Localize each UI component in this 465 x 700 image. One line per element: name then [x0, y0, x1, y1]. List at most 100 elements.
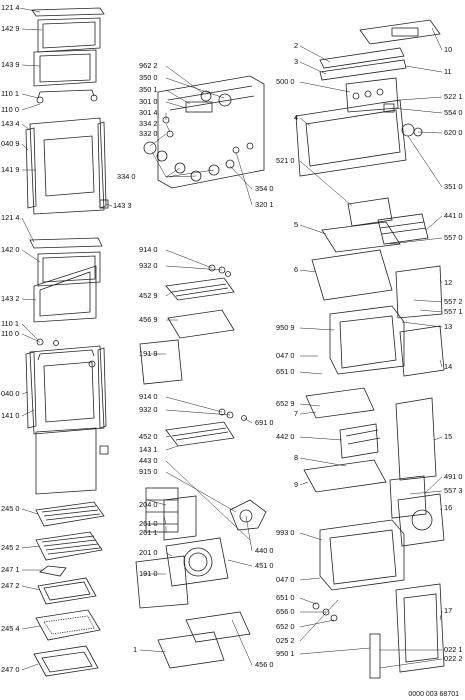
part-label: 456 9 — [139, 315, 158, 324]
heating-element-lower — [165, 421, 235, 447]
part-label: 652 0 — [276, 622, 295, 631]
glass-pane-143-9 — [39, 53, 91, 83]
part-label: 12 — [444, 278, 453, 287]
part-label: 914 0 — [139, 392, 158, 401]
part-label: 451 0 — [255, 561, 274, 570]
gasket-191-9 — [139, 339, 183, 385]
wire-rack-245-2 — [35, 531, 103, 561]
part-label: 204 0 — [139, 500, 158, 509]
part-label: 5 — [294, 220, 299, 229]
rail-950-1 — [369, 633, 381, 679]
part-label: 915 0 — [139, 467, 158, 476]
part-label: 245 2 — [1, 543, 20, 552]
part-label: 932 0 — [139, 261, 158, 270]
part-label: 554 0 — [444, 108, 463, 117]
part-label: 557 0 — [444, 233, 463, 242]
part-label: 110 0 — [1, 329, 19, 338]
bracket-491-0 — [389, 475, 427, 519]
glass-pane-142-9 — [42, 21, 96, 49]
plate-9 — [303, 459, 387, 493]
part-label: 11 — [444, 67, 452, 76]
part-label: 16 — [444, 503, 453, 512]
part-label: 142 0 — [1, 245, 20, 254]
part-label: 350 1 — [139, 85, 158, 94]
part-label: 656 0 — [276, 607, 295, 616]
part-label: 121 4 — [1, 3, 20, 12]
part-label: 557 1 — [444, 307, 463, 316]
part-label: 301 4 — [139, 108, 158, 117]
door-frame-upper — [29, 117, 105, 215]
door-top-trim-upper — [31, 7, 105, 17]
part-label: 334 2 — [139, 119, 158, 128]
heat-shield-456-9 — [167, 309, 235, 339]
baking-tray-247-2 — [37, 577, 97, 605]
part-label: 491 0 — [444, 472, 463, 481]
part-label: 245 4 — [1, 624, 20, 633]
module-521-0 — [347, 197, 393, 227]
oven-cavity-lower — [319, 519, 405, 591]
heating-element-upper — [165, 277, 235, 301]
part-label: 6 — [294, 265, 299, 274]
panel-15 — [395, 397, 437, 481]
part-label: 143 2 — [1, 294, 20, 303]
part-label: 350 0 — [139, 73, 158, 82]
part-label: 2 — [294, 41, 299, 50]
part-label: 025 2 — [276, 636, 295, 645]
part-label: 14 — [444, 362, 453, 371]
part-label: 191 9 — [139, 349, 158, 358]
wiring-block-500-0 — [345, 77, 399, 113]
part-label: 950 1 — [276, 649, 295, 658]
part-label: 354 0 — [255, 184, 274, 193]
part-label: 121 4 — [1, 213, 20, 222]
part-label: 143 9 — [1, 60, 20, 69]
part-label: 110 1 — [1, 319, 19, 328]
heating-element-456-0 — [185, 611, 251, 643]
part-label: 261 1 — [139, 528, 158, 537]
part-label: 022 2 — [444, 654, 463, 663]
handle-lower — [37, 349, 95, 361]
part-label: 8 — [294, 453, 299, 462]
oven-cavity-13 — [329, 305, 405, 375]
part-label: 247 0 — [1, 665, 20, 674]
part-label: 652 9 — [276, 399, 295, 408]
part-label: 522 1 — [444, 92, 463, 101]
part-label: 932 0 — [139, 405, 158, 414]
part-label: 441 0 — [444, 211, 463, 220]
part-label: 993 0 — [276, 528, 295, 537]
part-label: 500 0 — [276, 77, 295, 86]
part-label: 651 0 — [276, 367, 295, 376]
panel-16 — [397, 493, 445, 547]
part-label: 1 — [133, 645, 138, 654]
glass-pane-142-0 — [42, 255, 96, 283]
glass-pane-143-2 — [39, 271, 91, 317]
plate-7 — [305, 387, 375, 419]
document-code: 0000 003 68701 — [408, 691, 459, 698]
part-label: 110 0 — [1, 105, 19, 114]
part-label: 17 — [444, 606, 453, 615]
part-label: 334 0 — [117, 172, 136, 181]
part-label: 351 0 — [444, 182, 463, 191]
part-label: 620 0 — [444, 128, 463, 137]
part-label: 261 0 — [139, 519, 158, 528]
fan-442-0 — [339, 423, 379, 459]
drip-pan-247-0 — [33, 645, 99, 677]
base-plate-6 — [311, 249, 393, 301]
part-label: 442 0 — [276, 432, 295, 441]
wire-rack-245-0 — [35, 501, 105, 527]
part-label: 040 0 — [1, 389, 20, 398]
part-label: 3 — [294, 57, 299, 66]
top-cover — [359, 19, 441, 45]
part-label: 7 — [294, 409, 299, 418]
part-label: 443 0 — [139, 456, 158, 465]
part-label: 521 0 — [276, 156, 295, 165]
bottom-plate-1 — [157, 631, 225, 669]
part-label: 143 1 — [139, 445, 158, 454]
inner-door-panel — [35, 427, 97, 495]
part-label: 914 0 — [139, 245, 158, 254]
part-label: 15 — [444, 432, 453, 441]
control-panel — [157, 75, 265, 189]
part-label: 452 9 — [139, 291, 158, 300]
part-label: 247 2 — [1, 581, 20, 590]
